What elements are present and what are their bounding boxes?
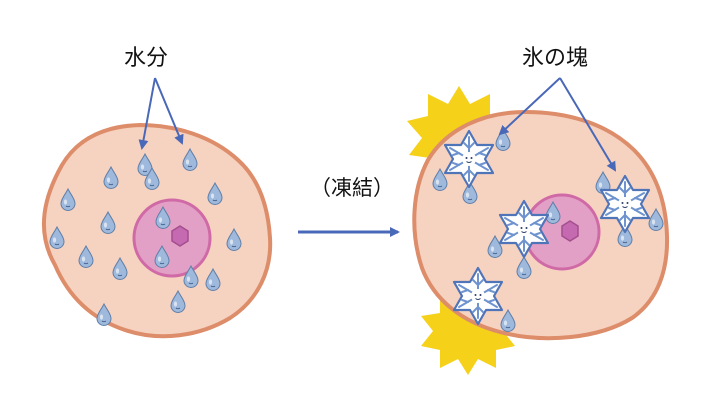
water-pointer-arrow-2 [154,77,184,145]
normal-cell [41,122,273,339]
nucleolus [561,220,579,242]
nucleolus [171,225,189,247]
ice-pointer-arrow-2 [559,77,617,172]
water-label: 水分 [124,46,169,71]
frozen-cell [407,86,670,375]
freeze-label: （凍結） [310,176,394,200]
ice-mass-label: 氷の塊 [522,46,589,71]
water-pointer-arrow-1 [138,77,156,150]
ice-pointer-arrow-1 [498,77,561,136]
